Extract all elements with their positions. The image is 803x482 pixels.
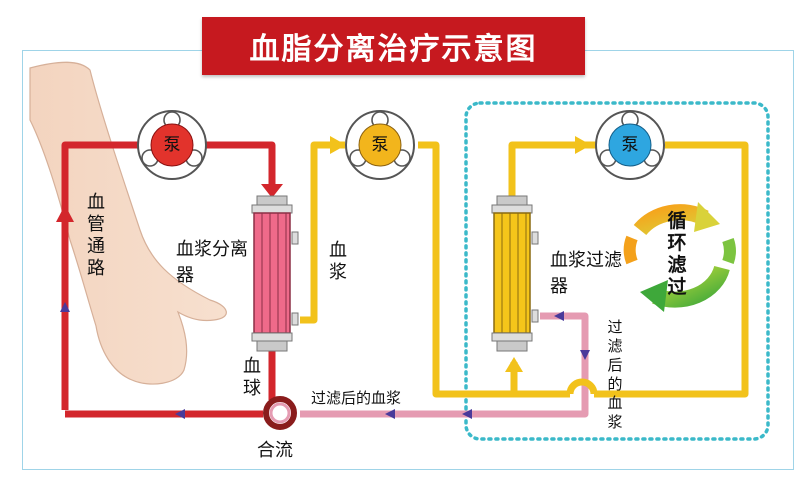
merge-label: 合流 (257, 440, 293, 461)
cycle-arrows-icon (623, 202, 736, 312)
vessel-access-label: 血管通路 (87, 192, 105, 279)
plasma-line (300, 141, 345, 324)
plasma-line-3 (594, 141, 749, 398)
blood-line-2 (205, 141, 276, 188)
page-title: 血脂分离治疗示意图 (202, 17, 585, 75)
plasma-filter (491, 195, 539, 352)
pump-3 (595, 110, 665, 180)
cycle-filter-label: 循环滤过 (667, 210, 687, 298)
arrow-red-up (56, 205, 74, 222)
arrow-purple-up (60, 302, 70, 312)
plasma-separator (251, 195, 299, 352)
blood-cells-label: 血球 (243, 356, 261, 399)
arrow-purple-left-4 (554, 311, 564, 321)
circulation-box (464, 101, 770, 441)
arm-illustration (29, 61, 227, 385)
arrow-purple-left (175, 409, 185, 419)
plasma-filter-label: 血浆过滤器 (550, 250, 622, 297)
pump-1 (137, 110, 207, 180)
arrow-yellow-right (330, 136, 346, 154)
plasma-hop (566, 378, 598, 395)
pump-1-label: 泵 (163, 135, 181, 155)
filtered-plasma-vertical-label: 过滤后的血浆 (607, 318, 623, 431)
pump-2 (345, 110, 415, 180)
blood-line (61, 141, 140, 410)
filtered-plasma-label: 过滤后的血浆 (311, 389, 402, 407)
plasma-separator-label: 血浆分离器 (176, 239, 248, 286)
plasma-line-2 (418, 141, 570, 398)
arrow-red-down (261, 184, 283, 198)
arrow-purple-down (580, 350, 590, 360)
pump-3-label: 泵 (621, 135, 639, 155)
plasma-line-4 (508, 141, 596, 200)
pump-2-label: 泵 (371, 135, 389, 155)
arrow-purple-left-3 (462, 409, 472, 419)
arrow-yellow-right-2 (575, 136, 591, 154)
arrow-yellow-up (505, 357, 523, 372)
arrow-purple-left-2 (385, 409, 395, 419)
merge-ring (263, 396, 297, 430)
plasma-label: 血浆 (329, 240, 347, 283)
